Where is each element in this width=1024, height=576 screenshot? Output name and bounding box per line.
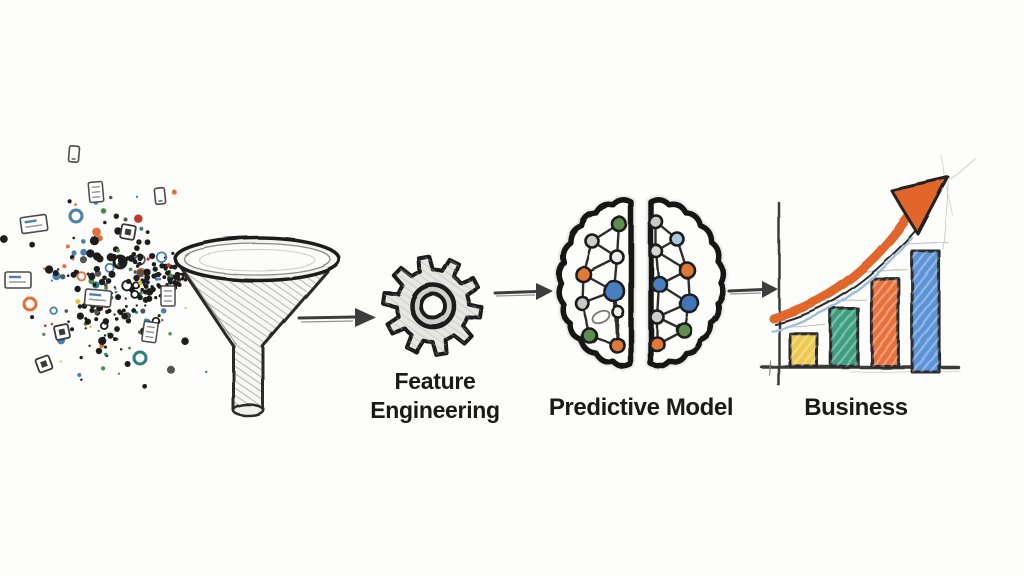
funnel-stem-opening [231,403,265,417]
gear-icon [382,255,484,357]
flow-arrow-icon [493,283,553,300]
brain-network-icon [553,194,729,372]
data-cluster-icon [0,144,208,389]
flow-arrow-icon [297,308,376,327]
flow-arrow-icon [727,281,778,298]
growth-arrow-icon [768,154,976,333]
feature-engineering-label: Feature Engineering [370,368,500,424]
funnel-icon [173,236,341,417]
predictive-model-label: Predictive Model [548,394,734,421]
business-label: Business [804,394,908,421]
growth-chart-icon [760,154,976,387]
chart-bars [783,241,949,374]
